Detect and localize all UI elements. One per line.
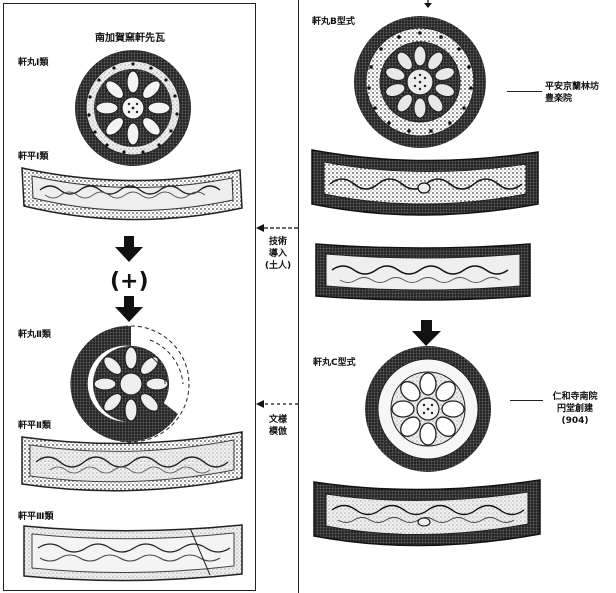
tile-nokimaru-c <box>365 346 491 472</box>
tile-nokihira-c <box>314 480 540 546</box>
tile-nokimaru-b <box>354 16 486 148</box>
tile-nokihira-1 <box>22 168 242 220</box>
down-arrow-1 <box>115 236 143 262</box>
tile-nokimaru-1 <box>75 50 191 166</box>
tile-nokihira-b-2 <box>316 244 530 300</box>
arrow-technique-import <box>256 224 298 232</box>
tile-nokihira-3 <box>24 525 242 581</box>
down-arrow-right <box>412 320 441 346</box>
down-arrow-2 <box>115 296 143 322</box>
arrow-pattern-imitation <box>256 400 298 408</box>
tile-nokihira-b-1 <box>312 150 538 215</box>
top-arrow-stub <box>424 0 432 8</box>
tile-nokimaru-2 <box>70 326 189 442</box>
